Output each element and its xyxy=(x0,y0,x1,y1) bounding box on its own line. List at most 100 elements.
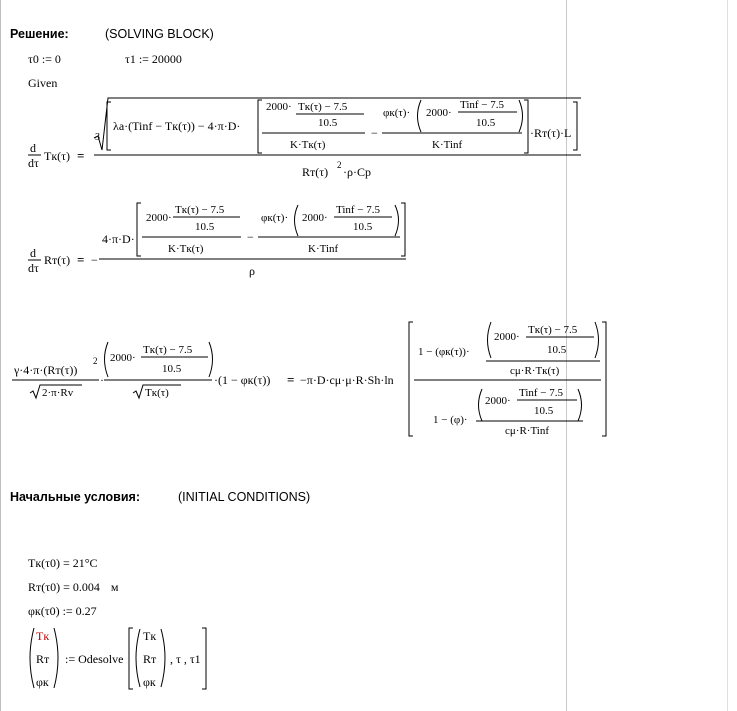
odesolve-arg-0: Tк xyxy=(143,629,156,643)
eq3-tk: Tк(τ) − 7.5 xyxy=(143,344,193,356)
eq3-rhs: −π·D·cμ·μ·R·Sh·ln xyxy=(300,373,394,387)
odesolve-lhs-paren-right xyxy=(53,627,59,689)
eq3-paren-left xyxy=(104,341,109,378)
eq1-inner-bracket-right xyxy=(524,99,529,154)
eq1-coef-2: 2000· xyxy=(426,107,452,119)
eq1-c105-1: 10.5 xyxy=(318,117,338,129)
eq3-paren-a-right xyxy=(594,321,599,359)
eq1-den2: K·Tinf xyxy=(432,139,462,151)
eq3-c105-a: 10.5 xyxy=(547,344,567,356)
eq2-tk: Tк(τ) − 7.5 xyxy=(175,204,225,216)
eq1-minus: − xyxy=(371,126,378,140)
eq2-bracket-left xyxy=(136,202,141,257)
odesolve-tail: , τ , τ1 xyxy=(170,652,201,666)
eq1-den-exp: 2 xyxy=(337,160,342,170)
equation-2[interactable]: d dτ Rт(τ) = − 4·π·D· 2000· Tк(τ) − 7.5 … xyxy=(28,202,406,278)
equation-1[interactable]: d dτ Tк(τ) = 3 λa·(Tinf − Tк(τ)) − 4·π·D… xyxy=(28,97,581,179)
equation-3[interactable]: γ·4·π·(Rт(τ)) 2 2·π·Rv · 2000· Tк(τ) − 7… xyxy=(12,321,607,437)
eq1-equals: = xyxy=(77,148,84,163)
eq3-den-b: cμ·R·Tinf xyxy=(505,425,549,437)
eq3-paren-right xyxy=(208,341,213,378)
eq1-phi: φк(τ)· xyxy=(383,107,410,119)
eq2-bracket-right xyxy=(401,202,406,257)
eq2-coef-2: 2000· xyxy=(302,212,328,224)
odesolve-bracket-left xyxy=(128,627,133,690)
eq3-den-a: cμ·R·Tк(τ) xyxy=(510,365,560,377)
eq1-den: Rт(τ) xyxy=(302,165,328,179)
eq2-den: ρ xyxy=(249,264,255,278)
initial-condition-rt-unit: м xyxy=(110,580,119,594)
initial-heading-label: Начальные условия: xyxy=(10,490,140,504)
eq3-bracket-left xyxy=(408,321,413,437)
eq2-prefix: 4·π·D· xyxy=(102,232,135,246)
initial-heading[interactable]: Начальные условия: xyxy=(10,490,140,504)
initial-condition-tk[interactable]: Tк(τ0) = 21°C xyxy=(28,556,98,570)
eq2-den2: K·Tinf xyxy=(308,243,338,255)
eq1-den1: K·Tк(τ) xyxy=(290,139,326,151)
eq1-bracket-right xyxy=(573,101,578,151)
eq3-coef: 2000· xyxy=(110,352,136,364)
eq2-paren-right xyxy=(394,204,399,237)
eq1-dt: dτ xyxy=(28,156,39,170)
odesolve-arg-1: Rт xyxy=(143,652,157,666)
eq1-term-a: λa·(Tinf − Tк(τ)) − 4·π·D· xyxy=(113,119,240,133)
eq3-root-1 xyxy=(29,384,82,400)
initial-heading-en[interactable]: (INITIAL CONDITIONS) xyxy=(178,490,311,504)
eq2-minus-lead: − xyxy=(91,253,98,267)
eq3-c105: 10.5 xyxy=(162,363,182,375)
eq3-bracket-right xyxy=(602,321,607,437)
worksheet-left-edge xyxy=(0,0,1,711)
odesolve-args-paren-right xyxy=(160,628,166,688)
tau1-definition[interactable]: τ1 := 20000 xyxy=(125,52,182,66)
eq2-phi: φк(τ)· xyxy=(261,212,288,224)
tau0-definition[interactable]: τ0 := 0 xyxy=(28,52,61,66)
eq2-coef-1: 2000· xyxy=(146,212,172,224)
eq1-c105-2: 10.5 xyxy=(476,117,496,129)
eq1-tail: ·Rт(τ)·L xyxy=(530,126,571,140)
eq3-tinf-b: Tinf − 7.5 xyxy=(519,387,564,399)
eq2-den1: K·Tк(τ) xyxy=(168,243,204,255)
eq1-inner-bracket-left xyxy=(257,99,262,154)
odesolve-bracket-right xyxy=(202,627,207,690)
eq2-c105-2: 10.5 xyxy=(353,221,373,233)
eq1-coef-1: 2000· xyxy=(266,101,292,113)
eq2-paren-left xyxy=(294,204,299,237)
eq2-minus: − xyxy=(247,230,254,244)
page-break-line xyxy=(566,0,567,711)
eq1-paren-right xyxy=(518,99,523,133)
eq3-exp: 2 xyxy=(93,356,98,366)
eq3-den2: Tк(τ) xyxy=(145,387,169,399)
eq1-tinf: Tinf − 7.5 xyxy=(460,99,505,111)
eq3-mid: ·(1 − φк(τ)) xyxy=(214,373,270,387)
eq3-coef-a: 2000· xyxy=(494,331,520,343)
solution-heading-label: Решение: xyxy=(10,27,69,41)
eq1-lhs: Tк(τ) xyxy=(44,149,70,163)
initial-condition-phi[interactable]: φк(τ0) := 0.27 xyxy=(28,604,97,618)
eq2-dt: dτ xyxy=(28,261,39,275)
eq3-one-b: 1 − (φ)· xyxy=(433,414,468,426)
initial-condition-rt[interactable]: Rт(τ0) = 0.004 м xyxy=(28,580,118,594)
odesolve-lhs-0: Tк xyxy=(36,629,49,643)
odesolve-arg-2: φк xyxy=(143,675,156,689)
eq3-dot: · xyxy=(100,373,104,387)
eq3-c105-b: 10.5 xyxy=(534,405,554,417)
eq3-coef-b: 2000· xyxy=(485,395,511,407)
odesolve-args-paren-left xyxy=(135,628,141,688)
odesolve-lhs-2: φк xyxy=(36,675,49,689)
eq1-den-tail: ·ρ·Cp xyxy=(343,165,371,179)
eq3-equals: = xyxy=(287,372,294,387)
eq3-one-a: 1 − (φк(τ))· xyxy=(418,346,470,358)
eq3-paren-b-left xyxy=(478,388,483,422)
eq2-lhs: Rт(τ) xyxy=(44,253,70,267)
odesolve-statement[interactable]: Tк Rт φк := Odesolve Tк Rт φк , τ , τ1 xyxy=(29,627,207,690)
eq2-equals: = xyxy=(77,252,84,267)
eq3-tk-a: Tк(τ) − 7.5 xyxy=(528,324,578,336)
page-break-line-right xyxy=(727,0,728,711)
solution-heading[interactable]: Решение: xyxy=(10,27,69,41)
solution-heading-en[interactable]: (SOLVING BLOCK) xyxy=(105,27,214,41)
given-keyword[interactable]: Given xyxy=(28,76,58,90)
eq1-d: d xyxy=(30,141,36,155)
initial-condition-rt-value: Rт(τ0) = 0.004 xyxy=(28,580,100,594)
